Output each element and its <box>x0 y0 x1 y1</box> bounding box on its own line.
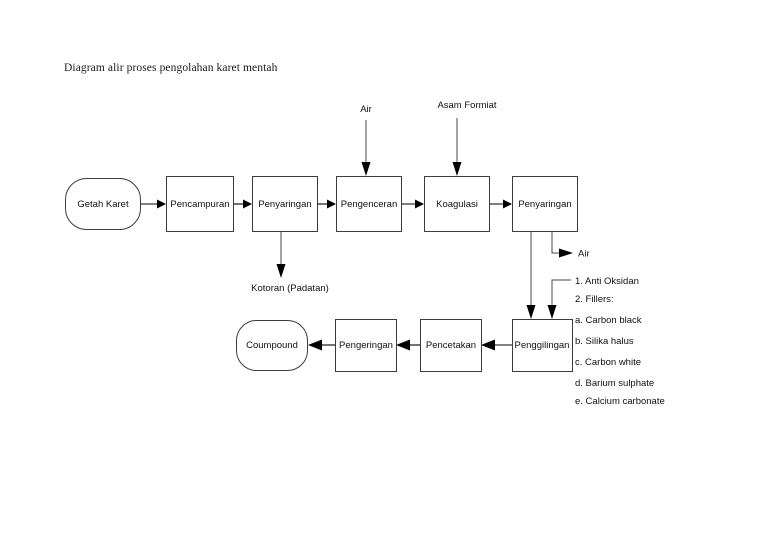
connector-additives-to-penggilingan <box>547 279 571 319</box>
additive-line-1: 1. Anti Oksidan <box>575 276 639 287</box>
node-penggilingan[interactable]: Penggilingan <box>512 319 573 372</box>
connector-pencampuran-to-penyaringan1 <box>233 199 252 209</box>
additive-line-6: d. Barium sulphate <box>575 378 654 389</box>
additives-list: 1. Anti Oksidan 2. Fillers: a. Carbon bl… <box>575 276 665 407</box>
getah-karet-label: Getah Karet <box>77 199 129 210</box>
connector-pengeringan-to-coumpound <box>308 339 335 351</box>
node-pengeringan[interactable]: Pengeringan <box>335 319 397 372</box>
node-pengenceran[interactable]: Pengenceran <box>336 176 402 232</box>
pengenceran-label: Pengenceran <box>341 199 398 210</box>
additive-line-3: a. Carbon black <box>575 315 642 326</box>
pencampuran-shape <box>166 176 234 232</box>
connector-pencetakan-to-pengeringan <box>396 339 420 351</box>
penggilingan-shape <box>512 319 573 372</box>
connector-penyaringan2-to-penggilingan <box>526 231 536 319</box>
node-coumpound[interactable]: Coumpound <box>236 320 308 371</box>
input-air-label: Air <box>360 104 372 115</box>
pencetakan-shape <box>420 319 482 372</box>
coumpound-shape <box>236 320 308 371</box>
koagulasi-label: Koagulasi <box>436 199 478 210</box>
connector-penggilingan-to-pencetakan <box>481 339 512 351</box>
pengeringan-label: Pengeringan <box>339 340 393 351</box>
node-koagulasi[interactable]: Koagulasi <box>424 176 490 232</box>
connector-penyaringan1-to-pengenceran <box>317 199 336 209</box>
input-air-pengenceran: Air <box>360 104 372 176</box>
pengeringan-shape <box>335 319 397 372</box>
getah-karet-shape <box>65 178 141 230</box>
output-kotoran-label: Kotoran (Padatan) <box>251 283 329 294</box>
node-penyaringan-2[interactable]: Penyaringan <box>512 176 578 232</box>
koagulasi-shape <box>424 176 490 232</box>
penyaringan-2-label: Penyaringan <box>518 199 571 210</box>
pencampuran-label: Pencampuran <box>170 199 229 210</box>
penyaringan-1-label: Penyaringan <box>258 199 311 210</box>
connector-pengenceran-to-koagulasi <box>401 199 424 209</box>
input-asam-formiat-label: Asam Formiat <box>437 100 496 111</box>
output-kotoran: Kotoran (Padatan) <box>251 231 329 294</box>
additive-line-7: e. Calcium carbonate <box>575 396 665 407</box>
page-title: Diagram alir proses pengolahan karet men… <box>64 62 278 74</box>
node-pencetakan[interactable]: Pencetakan <box>420 319 482 372</box>
input-asam-formiat: Asam Formiat <box>437 100 497 176</box>
connector-koagulasi-to-penyaringan2 <box>489 199 512 209</box>
output-air-label: Air <box>578 249 590 260</box>
node-getah-karet[interactable]: Getah Karet <box>65 178 141 230</box>
additive-line-5: c. Carbon white <box>575 357 641 368</box>
node-penyaringan-1[interactable]: Penyaringan <box>252 176 318 232</box>
coumpound-label: Coumpound <box>246 340 298 351</box>
additive-line-2: 2. Fillers: <box>575 294 614 305</box>
additive-line-4: b. Silika halus <box>575 336 634 347</box>
pengenceran-shape <box>336 176 402 232</box>
output-air: Air <box>551 231 590 260</box>
penggilingan-label: Penggilingan <box>515 340 570 351</box>
penyaringan-2-shape <box>512 176 578 232</box>
node-pencampuran[interactable]: Pencampuran <box>166 176 234 232</box>
pencetakan-label: Pencetakan <box>426 340 476 351</box>
connector-getah-to-pencampuran <box>141 199 166 209</box>
